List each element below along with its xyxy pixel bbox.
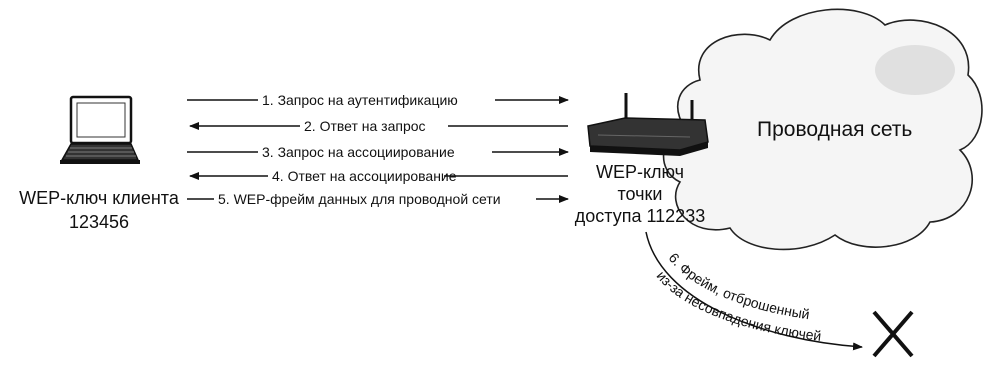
message-1-label: 1. Запрос на аутентификацию bbox=[262, 92, 458, 108]
message-4-label: 4. Ответ на ассоциирование bbox=[272, 168, 457, 184]
ap-key-label-line3: доступа 112233 bbox=[565, 206, 715, 226]
ap-key-label-line2: точки bbox=[570, 184, 710, 204]
client-key-value: 123456 bbox=[4, 212, 194, 232]
reject-x-icon bbox=[874, 312, 912, 356]
message-5-label: 5. WEP-фрейм данных для проводной сети bbox=[218, 191, 501, 207]
client-key-label: WEP-ключ клиента bbox=[4, 188, 194, 208]
network-label: Проводная сеть bbox=[757, 122, 912, 138]
message-3-label: 3. Запрос на ассоциирование bbox=[262, 144, 455, 160]
ap-key-label-line1: WEP-ключ bbox=[570, 162, 710, 182]
message-2-label: 2. Ответ на запрос bbox=[304, 118, 426, 134]
laptop-icon bbox=[60, 97, 140, 164]
